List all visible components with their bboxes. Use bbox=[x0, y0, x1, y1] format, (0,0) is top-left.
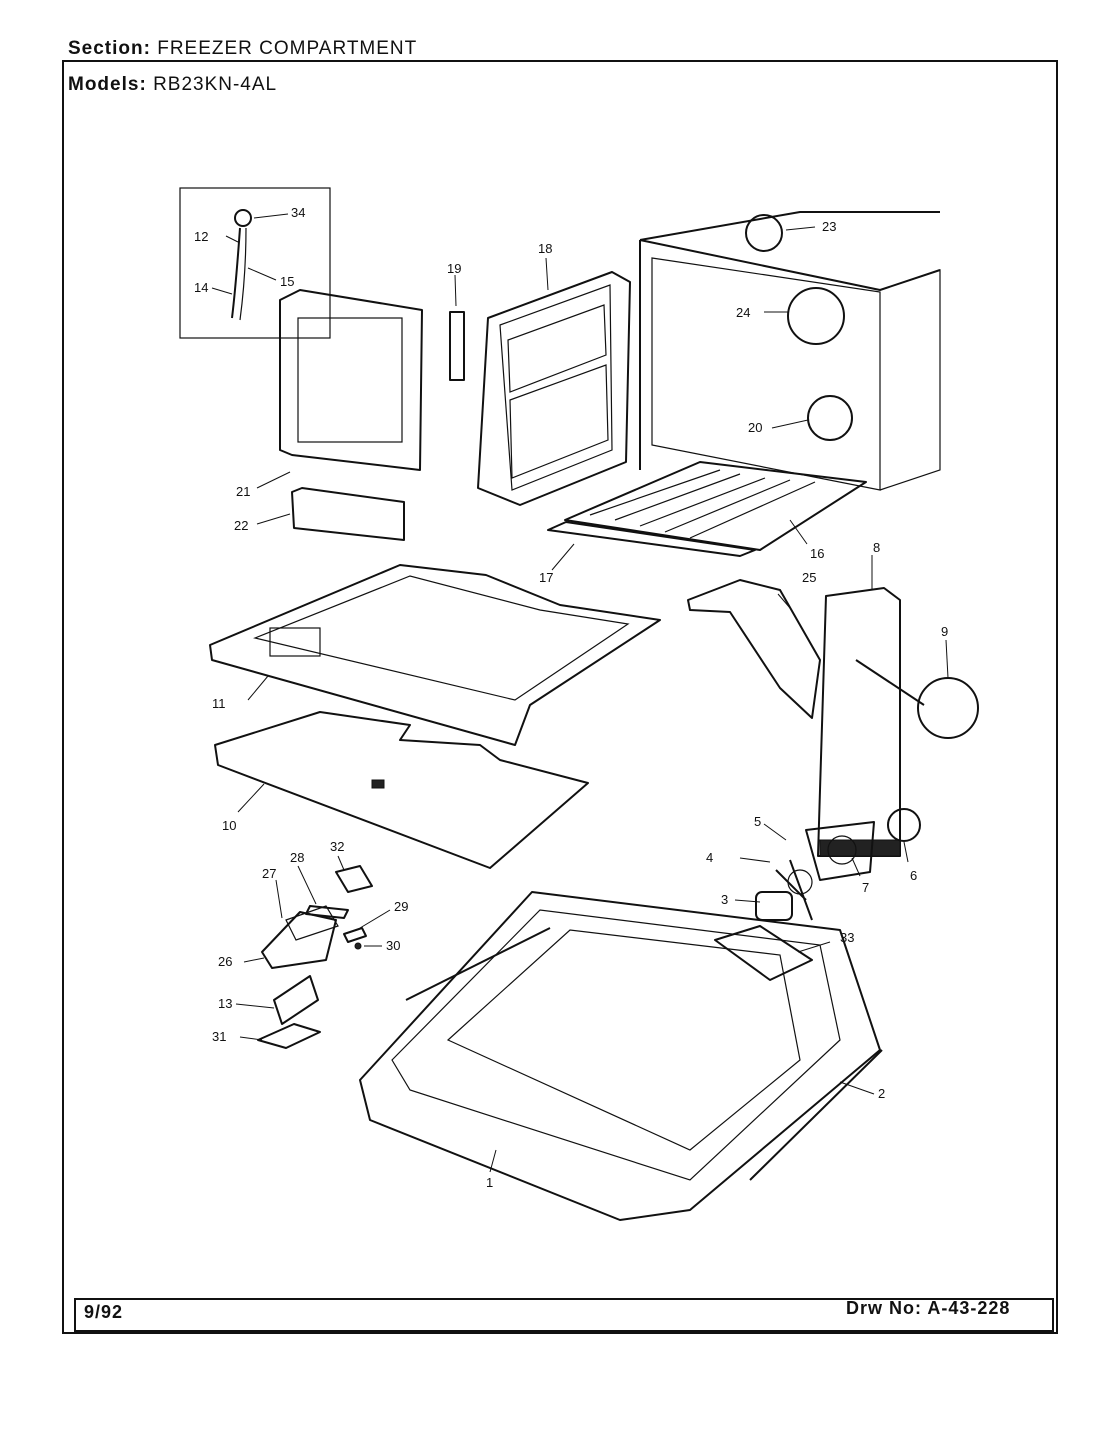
callout-11: 11 bbox=[212, 696, 226, 711]
callout-1: 1 bbox=[486, 1175, 493, 1190]
callout-17: 17 bbox=[539, 570, 553, 585]
callout-10: 10 bbox=[222, 818, 236, 833]
callout-27: 27 bbox=[262, 866, 276, 881]
callout-33: 33 bbox=[840, 930, 854, 945]
part-18-door bbox=[477, 271, 631, 506]
callout-5: 5 bbox=[754, 814, 761, 829]
callout-28: 28 bbox=[290, 850, 304, 865]
icemaker-parts bbox=[257, 865, 373, 1049]
callout-26: 26 bbox=[218, 954, 232, 969]
callout-14: 14 bbox=[194, 280, 208, 295]
part-16-shelf bbox=[564, 461, 867, 551]
leader-lines bbox=[211, 213, 949, 1173]
callout-18: 18 bbox=[538, 241, 552, 256]
callout-34: 34 bbox=[291, 205, 305, 220]
callout-15: 15 bbox=[280, 274, 294, 289]
callout-12: 12 bbox=[194, 229, 208, 244]
callout-22: 22 bbox=[234, 518, 248, 533]
callout-32: 32 bbox=[330, 839, 344, 854]
inset-box bbox=[179, 187, 331, 339]
callout-labels: 1 2 3 4 5 6 7 8 9 10 11 12 13 14 15 16 1… bbox=[194, 205, 948, 1190]
models-heading: Models: RB23KN-4AL bbox=[68, 74, 277, 96]
callout-2: 2 bbox=[878, 1086, 885, 1101]
part-25-duct bbox=[687, 579, 821, 719]
drawing-date: 9/92 bbox=[84, 1302, 124, 1322]
part-22-panel bbox=[291, 487, 405, 541]
part-11-floor bbox=[209, 564, 661, 746]
drawing-frame bbox=[62, 60, 1058, 1334]
callout-6: 6 bbox=[910, 868, 917, 883]
callout-20: 20 bbox=[748, 420, 762, 435]
part-21-cover bbox=[279, 289, 423, 471]
section-heading: Section: FREEZER COMPARTMENT bbox=[68, 38, 417, 60]
section-value: FREEZER COMPARTMENT bbox=[157, 38, 418, 59]
callout-3: 3 bbox=[721, 892, 728, 907]
models-value: RB23KN-4AL bbox=[153, 74, 278, 95]
callout-13: 13 bbox=[218, 996, 232, 1011]
callout-23: 23 bbox=[822, 219, 836, 234]
callout-30: 30 bbox=[386, 938, 400, 953]
callout-25: 25 bbox=[802, 570, 816, 585]
footer-band bbox=[74, 1298, 1054, 1332]
models-label: Models: bbox=[68, 74, 147, 95]
callout-24: 24 bbox=[736, 305, 750, 320]
part-2-gasket bbox=[405, 927, 883, 1181]
part-8-fan-cover bbox=[817, 587, 979, 857]
part-10-panel bbox=[214, 711, 589, 869]
callout-29: 29 bbox=[394, 899, 408, 914]
part-1-base bbox=[359, 891, 881, 1221]
part-17-shelf-rail bbox=[547, 521, 756, 557]
cabinet-interior bbox=[639, 211, 941, 491]
callout-8: 8 bbox=[873, 540, 880, 555]
callout-31: 31 bbox=[212, 1029, 226, 1044]
drawing-number: Drw No: A-43-228 bbox=[846, 1298, 1011, 1318]
callout-4: 4 bbox=[706, 850, 713, 865]
callout-19: 19 bbox=[447, 261, 461, 276]
section-label: Section: bbox=[68, 38, 151, 59]
fan-assembly bbox=[755, 808, 921, 921]
callout-9: 9 bbox=[941, 624, 948, 639]
callout-7: 7 bbox=[862, 880, 869, 895]
part-19-hinge bbox=[449, 311, 465, 381]
callout-21: 21 bbox=[236, 484, 250, 499]
callout-16: 16 bbox=[810, 546, 824, 561]
part-33-ramp bbox=[714, 925, 813, 981]
